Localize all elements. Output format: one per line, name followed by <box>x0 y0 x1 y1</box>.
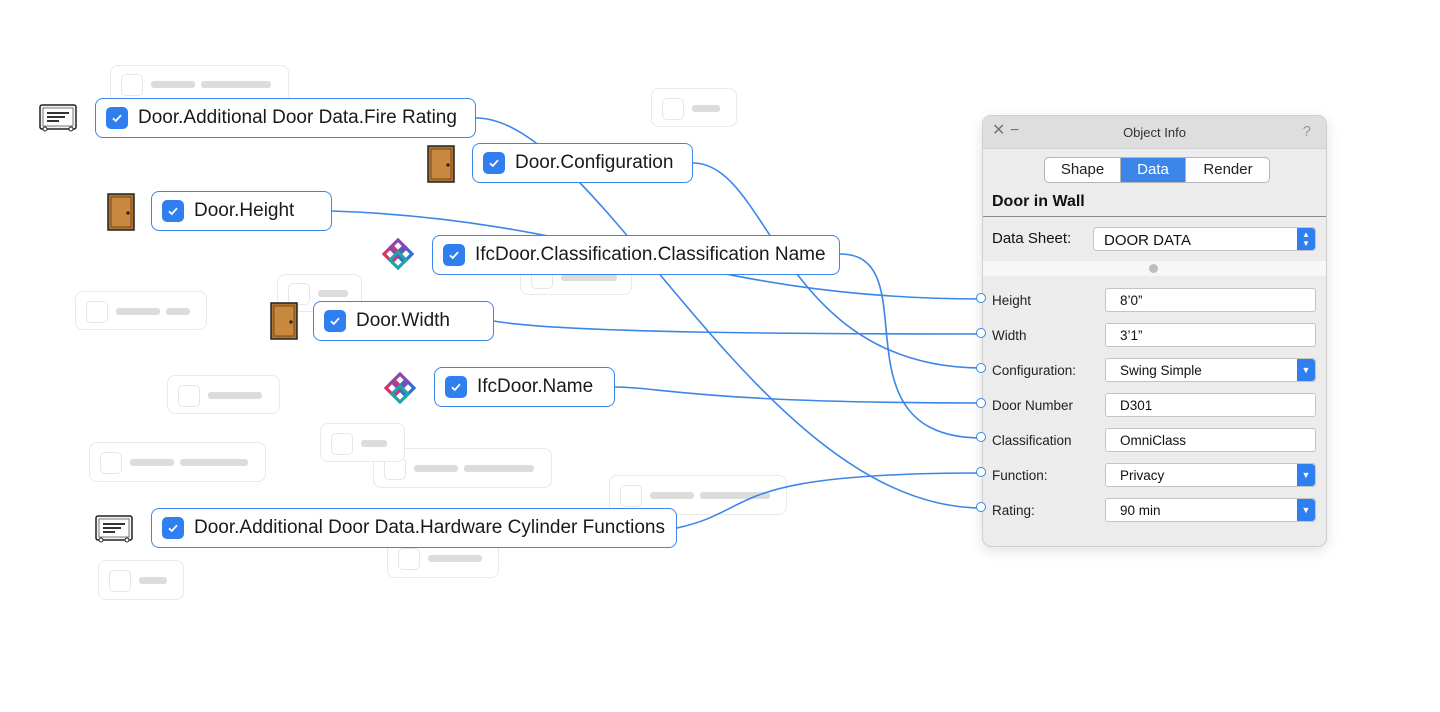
field-value: Swing Simple <box>1120 363 1202 378</box>
placeholder-node <box>75 291 207 330</box>
door-number-field[interactable]: D301 <box>1105 393 1316 417</box>
tab-render[interactable]: Render <box>1185 158 1269 182</box>
drag-handle-icon[interactable] <box>1149 264 1158 273</box>
field-label: Door Number <box>992 398 1074 413</box>
port-classification[interactable] <box>976 432 986 442</box>
field-row-classification: Classification OmniClass <box>983 428 1326 454</box>
field-row-rating: Rating: 90 min ▼ <box>983 498 1326 524</box>
field-label: Classification <box>992 433 1072 448</box>
door-icon <box>107 193 135 231</box>
placeholder-node <box>651 88 737 127</box>
port-function[interactable] <box>976 467 986 477</box>
placeholder-node <box>89 442 266 482</box>
port-rating[interactable] <box>976 502 986 512</box>
connector-width <box>493 320 983 335</box>
field-label: Rating: <box>992 503 1035 518</box>
resize-strip[interactable] <box>983 261 1326 276</box>
field-value: Privacy <box>1120 468 1165 483</box>
field-value: 8’0” <box>1120 293 1143 308</box>
field-value: OmniClass <box>1120 433 1187 448</box>
chevron-down-icon[interactable]: ▼ <box>1297 359 1315 381</box>
node-classification-name[interactable]: IfcDoor.Classification.Classification Na… <box>432 235 840 275</box>
field-label: Height <box>992 293 1032 308</box>
object-name: Door in Wall <box>992 193 1085 210</box>
connector-classification <box>839 253 983 439</box>
tab-shape[interactable]: Shape <box>1045 158 1121 182</box>
checkbox-checked-icon[interactable] <box>443 244 465 266</box>
close-icon[interactable]: ✕ <box>992 122 1006 139</box>
placeholder-node <box>110 65 289 103</box>
node-ifc-name[interactable]: IfcDoor.Name <box>434 367 615 407</box>
node-label: Door.Height <box>194 200 295 221</box>
field-label: Configuration: <box>992 363 1077 378</box>
field-row-door-number: Door Number D301 <box>983 393 1326 419</box>
port-configuration[interactable] <box>976 363 986 373</box>
stepper-arrows-icon[interactable]: ▲▼ <box>1297 228 1315 250</box>
node-height[interactable]: Door.Height <box>151 191 332 231</box>
function-select[interactable]: Privacy ▼ <box>1105 463 1316 487</box>
node-label: IfcDoor.Name <box>477 376 594 397</box>
chevron-down-icon[interactable]: ▼ <box>1297 464 1315 486</box>
port-width[interactable] <box>976 328 986 338</box>
checkbox-checked-icon[interactable] <box>106 107 128 129</box>
height-field[interactable]: 8’0” <box>1105 288 1316 312</box>
data-sheet-select[interactable]: DOOR DATA ▲▼ <box>1093 227 1316 251</box>
divider <box>983 216 1326 217</box>
field-row-height: Height 8’0” <box>983 288 1326 314</box>
placeholder-node <box>320 423 405 462</box>
node-configuration[interactable]: Door.Configuration <box>472 143 693 183</box>
checkbox-checked-icon[interactable] <box>324 310 346 332</box>
field-value: D301 <box>1120 398 1153 413</box>
configuration-select[interactable]: Swing Simple ▼ <box>1105 358 1316 382</box>
object-info-palette: ✕ − Object Info ? Shape Data Render Door… <box>982 115 1327 547</box>
door-icon <box>427 145 455 183</box>
field-label: Function: <box>992 468 1048 483</box>
checkbox-checked-icon[interactable] <box>162 200 184 222</box>
field-row-configuration: Configuration: Swing Simple ▼ <box>983 358 1326 384</box>
classification-field[interactable]: OmniClass <box>1105 428 1316 452</box>
node-label: IfcDoor.Classification.Classification Na… <box>475 244 826 265</box>
tab-bar: Shape Data Render <box>1044 157 1270 183</box>
field-row-width: Width 3’1” <box>983 323 1326 349</box>
chevron-down-icon[interactable]: ▼ <box>1297 499 1315 521</box>
palette-title: Object Info <box>1123 125 1186 140</box>
data-sheet-value: DOOR DATA <box>1104 232 1191 249</box>
record-format-icon <box>39 104 77 132</box>
field-label: Width <box>992 328 1027 343</box>
checkbox-checked-icon[interactable] <box>445 376 467 398</box>
node-fire-rating[interactable]: Door.Additional Door Data.Fire Rating <box>95 98 476 138</box>
rating-select[interactable]: 90 min ▼ <box>1105 498 1316 522</box>
ifc-logo-icon <box>381 237 415 271</box>
port-height[interactable] <box>976 293 986 303</box>
node-width[interactable]: Door.Width <box>313 301 494 341</box>
field-row-function: Function: Privacy ▼ <box>983 463 1326 489</box>
width-field[interactable]: 3’1” <box>1105 323 1316 347</box>
checkbox-checked-icon[interactable] <box>483 152 505 174</box>
node-label: Door.Configuration <box>515 152 674 173</box>
node-label: Door.Additional Door Data.Fire Rating <box>138 107 457 128</box>
node-hardware-cylinder[interactable]: Door.Additional Door Data.Hardware Cylin… <box>151 508 677 548</box>
port-door-number[interactable] <box>976 398 986 408</box>
palette-titlebar[interactable]: ✕ − Object Info ? <box>983 116 1326 149</box>
minimize-icon[interactable]: − <box>1010 122 1020 139</box>
checkbox-checked-icon[interactable] <box>162 517 184 539</box>
node-label: Door.Additional Door Data.Hardware Cylin… <box>194 517 666 538</box>
connector-ifc-name <box>614 386 983 404</box>
data-sheet-label: Data Sheet: <box>992 230 1072 247</box>
placeholder-node <box>167 375 280 414</box>
door-icon <box>270 302 298 340</box>
tab-data[interactable]: Data <box>1121 158 1185 182</box>
help-icon[interactable]: ? <box>1302 123 1311 140</box>
record-format-icon <box>95 515 133 543</box>
ifc-logo-icon <box>383 371 417 405</box>
placeholder-node <box>98 560 184 600</box>
node-label: Door.Width <box>356 310 450 331</box>
field-value: 90 min <box>1120 503 1161 518</box>
field-value: 3’1” <box>1120 328 1143 343</box>
